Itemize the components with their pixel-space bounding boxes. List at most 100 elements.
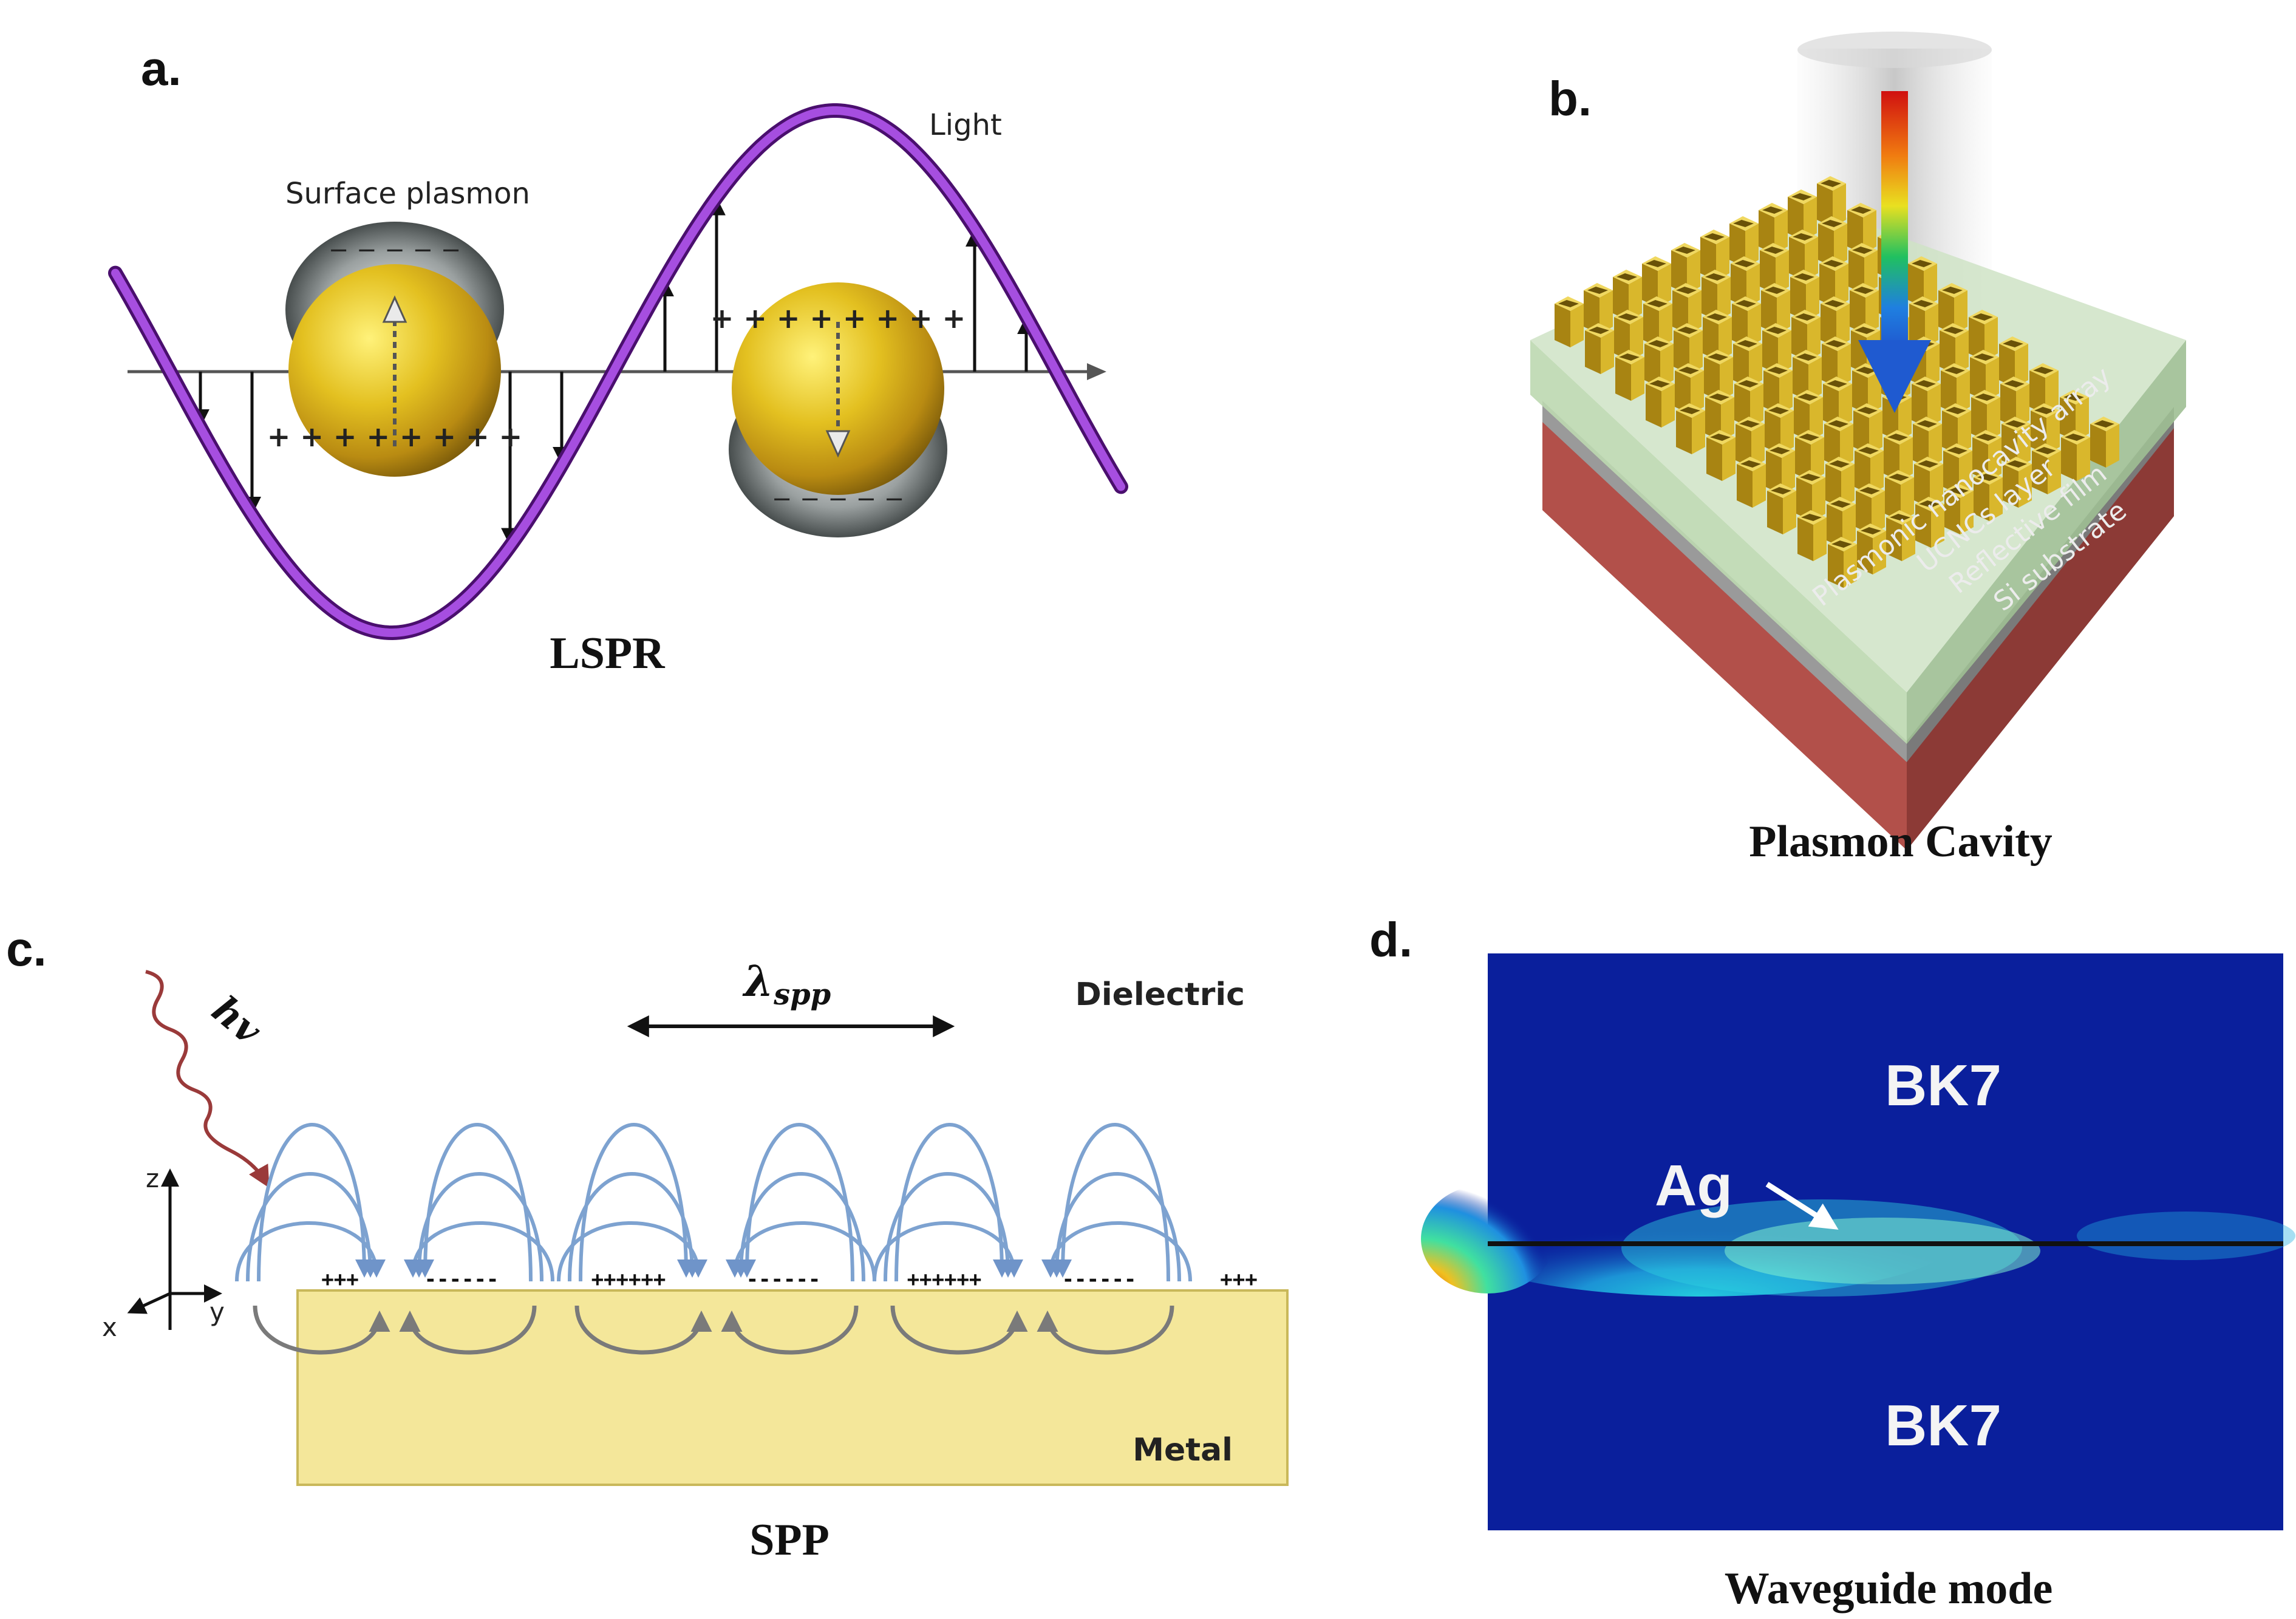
light-beam-top <box>1797 32 1992 68</box>
nanocavity-pillar <box>1884 430 1913 481</box>
nanocavity-pillar <box>1970 350 1999 401</box>
bk7-top-label: BK7 <box>1885 1053 2001 1118</box>
metal-current-arc <box>721 1305 859 1355</box>
field-glow-right <box>2077 1212 2295 1260</box>
panel-c: c. Metal Dielectric λspp hv z y x +++---… <box>6 922 1289 1565</box>
nanocavity-pillar <box>1790 270 1819 321</box>
nanocavity-pillar <box>1674 323 1703 374</box>
metal-label: Metal <box>1133 1432 1233 1468</box>
metal-current-arc <box>574 1305 712 1355</box>
field-hotspot-left <box>1421 1184 1555 1293</box>
electron-charges-top: − − − − − <box>329 236 461 264</box>
nanocavity-pillar <box>1734 377 1763 428</box>
dipole-arrow-down-icon <box>825 430 851 458</box>
nanocavity-pillar <box>1702 270 1731 321</box>
surface-charge-label: ------ <box>424 1267 499 1292</box>
nanocavity-pillar <box>2001 417 2031 468</box>
ag-pointer-arrow <box>1765 1182 1839 1230</box>
nanocavity-pillar <box>1886 510 1915 561</box>
nanocavity-pillar <box>1759 203 1788 254</box>
dielectric-label: Dielectric <box>1075 977 1245 1013</box>
dipole-arrow-up-icon <box>382 295 407 323</box>
field-line <box>738 1123 854 1282</box>
nanocavity-pillar <box>1795 430 1824 481</box>
nanocavity-pillar <box>1761 283 1790 334</box>
field-arrows <box>191 197 1035 547</box>
positive-charges: + + + + + + + + <box>267 420 522 453</box>
surface-charges: +++------++++++------++++++------+++ <box>321 1267 1257 1292</box>
nanocavity-pillar <box>1676 403 1705 454</box>
nanoparticle-left: − − − − − + + + + + + + + <box>267 222 522 477</box>
nanocavity-pillar <box>1940 323 1969 374</box>
nanocavity-pillar <box>1999 336 2028 387</box>
nanocavity-pillar <box>1827 497 1856 548</box>
nanocavity-pillar <box>1856 483 1885 534</box>
nanocavity-pillar <box>1767 483 1796 534</box>
field-line <box>416 1123 533 1282</box>
nanocavity-pillar <box>1704 350 1733 401</box>
surface-charge-label: +++ <box>1220 1267 1257 1292</box>
field-line <box>579 1123 695 1282</box>
nanocavity-pillar <box>1852 363 1881 414</box>
nanocavity-pillar <box>2031 403 2060 454</box>
nanocavity-pillar <box>1914 457 1943 508</box>
axis-z-label: z <box>146 1164 159 1193</box>
axis-x-label: x <box>102 1312 117 1342</box>
metal-slab <box>296 1289 1289 1486</box>
nanocavity-pillar <box>1817 176 1846 227</box>
nanocavity-pillar <box>1555 296 1584 347</box>
nanocavity-pillar <box>1825 457 1855 508</box>
nanocavity-pillar <box>1855 443 1884 494</box>
photon-label: hv <box>203 987 270 1054</box>
nanocavity-pillar <box>2061 430 2090 481</box>
surface-charge-label: ++++++ <box>591 1267 666 1292</box>
nanocavity-pillar <box>1913 417 1942 468</box>
panel-b: b. Plasmonic nanocavity array UCNCs laye… <box>1530 32 2186 867</box>
nanocavity-pillar <box>1824 417 1853 468</box>
bk7-bottom-label: BK7 <box>1885 1393 2001 1458</box>
nanocavity-pillar <box>1796 470 1825 521</box>
nanocavity-pillar <box>1850 283 1879 334</box>
surface-charge-label: ------ <box>1062 1267 1137 1292</box>
nanocavity-pillar <box>2032 443 2061 494</box>
nanocavity-pillar <box>1615 350 1644 401</box>
ag-label: Ag <box>1655 1153 1732 1218</box>
nanocavity-pillar <box>1793 350 1822 401</box>
gold-sphere <box>288 264 501 477</box>
nanocavity-pillar <box>1943 443 1972 494</box>
nanocavity-pillar <box>1646 377 1675 428</box>
nanocavity-pillar <box>1614 310 1643 361</box>
panel-a-letter: a. <box>141 41 182 95</box>
nanocavity-pillar <box>1909 296 1938 347</box>
nanocavity-pillar <box>1847 203 1876 254</box>
nanocavity-pillar <box>1971 390 2000 441</box>
nanocavity-pillar <box>1908 256 1937 307</box>
nanocavity-pillar <box>1969 310 1998 361</box>
field-glow-core <box>1725 1218 2040 1284</box>
nanocavity-pillar <box>1644 336 1674 387</box>
nanocavity-pillar <box>1762 323 1791 374</box>
nanocavity-pillar <box>1706 430 1736 481</box>
panel-b-caption: Plasmon Cavity <box>1749 817 2052 867</box>
nanocavity-pillar <box>1942 403 1971 454</box>
panel-b-letter: b. <box>1548 72 1592 126</box>
nanocavity-pillar <box>1729 216 1759 267</box>
wavelength-symbol: λspp <box>742 956 831 1012</box>
nanocavity-pillar <box>1848 243 1878 294</box>
nanocavity-pillar <box>1972 430 2001 481</box>
incident-light-arrowhead-icon <box>1858 340 1931 413</box>
nanocavity-pillar <box>1763 363 1793 414</box>
nanocavity-pillar <box>1912 377 1941 428</box>
nanocavity-pillar <box>1731 256 1760 307</box>
nanocavity-pillar <box>1733 336 1762 387</box>
field-lines <box>235 1123 1192 1282</box>
metal-currents <box>253 1305 1174 1355</box>
light-wave <box>111 106 1125 638</box>
light-label: Light <box>929 108 1002 142</box>
axis-arrow-icon <box>1087 363 1106 380</box>
positive-charges: + + + + + + + + <box>710 302 966 335</box>
nanocavity-pillar <box>1705 390 1734 441</box>
surface-plasmon-label: Surface plasmon <box>285 177 530 211</box>
nanocavity-pillar <box>2090 417 2119 468</box>
nanocavity-pillar <box>1819 256 1848 307</box>
